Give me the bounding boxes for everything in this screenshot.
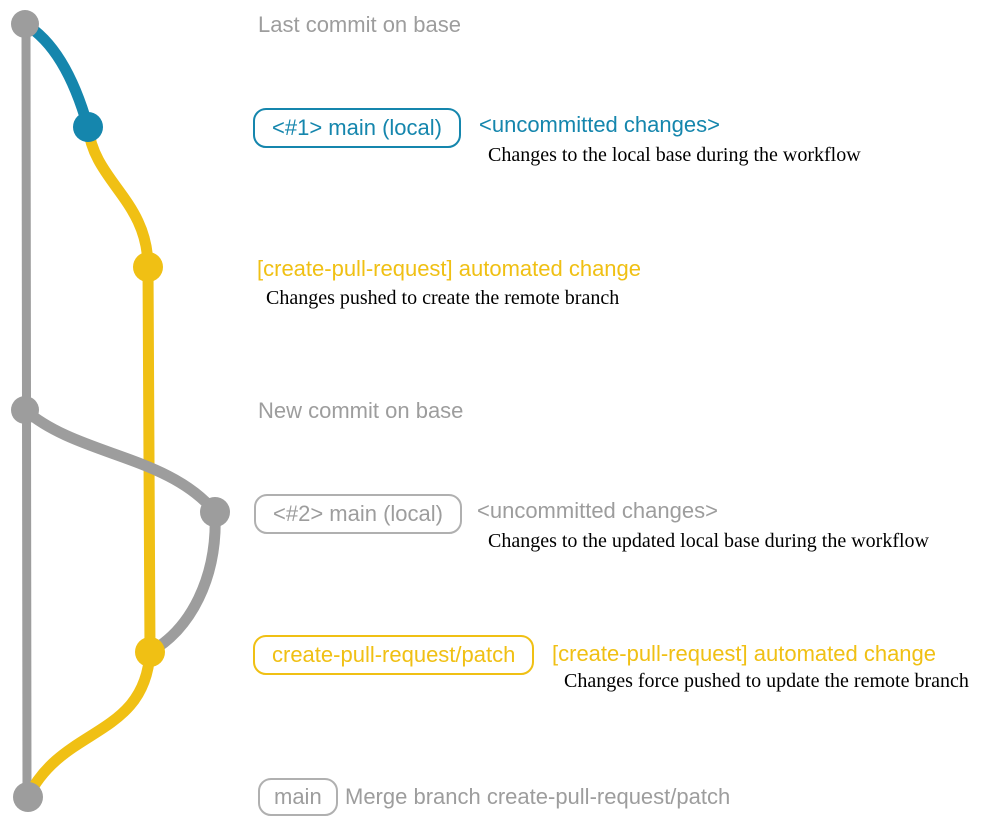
heading-uncommitted-changes-2: <uncommitted changes>: [477, 498, 718, 523]
badge-main-label: main: [258, 778, 338, 816]
updated-local-main-curve-out: [19, 404, 221, 518]
local-main-branch-curve: [19, 18, 94, 133]
updated-local-main-curve-in: [144, 506, 221, 658]
commit-dot-uncommitted-1: [73, 112, 103, 142]
badge-main: main: [258, 778, 338, 816]
patch-branch-curve-top: [82, 121, 154, 273]
label-new-commit-on-base: New commit on base: [258, 398, 464, 423]
heading-automated-change-1: [create-pull-request] automated change: [257, 256, 642, 281]
commit-dot-uncommitted-2: [200, 497, 230, 527]
patch-branch-merge-curve: [22, 646, 156, 803]
commit-dot-new-commit-on-base: [11, 396, 39, 424]
badge-main-local-1: <#1> main (local): [253, 108, 461, 148]
badge-main-local-2-label: <#2> main (local): [254, 494, 462, 534]
commit-graph: [11, 10, 230, 812]
badge-patch-branch: create-pull-request/patch: [253, 635, 535, 675]
label-merge-branch: Merge branch create-pull-request/patch: [345, 784, 731, 809]
note-automated-change-1: Changes pushed to create the remote bran…: [266, 287, 620, 309]
heading-uncommitted-changes-1: <uncommitted changes>: [479, 112, 720, 137]
badge-patch-branch-label: create-pull-request/patch: [253, 635, 535, 675]
commit-dot-automated-change-1: [133, 252, 163, 282]
note-uncommitted-changes-2: Changes to the updated local base during…: [488, 530, 929, 552]
patch-branch-line: [142, 261, 156, 658]
commit-dot-automated-change-2: [135, 637, 165, 667]
note-uncommitted-changes-1: Changes to the local base during the wor…: [488, 144, 861, 166]
note-automated-change-2: Changes force pushed to update the remot…: [564, 670, 969, 692]
badge-main-local-2: <#2> main (local): [254, 494, 462, 534]
commit-dot-merge-commit: [13, 782, 43, 812]
label-last-commit-on-base: Last commit on base: [258, 12, 461, 37]
badge-main-local-1-label: <#1> main (local): [253, 108, 461, 148]
heading-automated-change-2: [create-pull-request] automated change: [552, 641, 937, 666]
commit-dot-last-commit-on-base: [11, 10, 39, 38]
